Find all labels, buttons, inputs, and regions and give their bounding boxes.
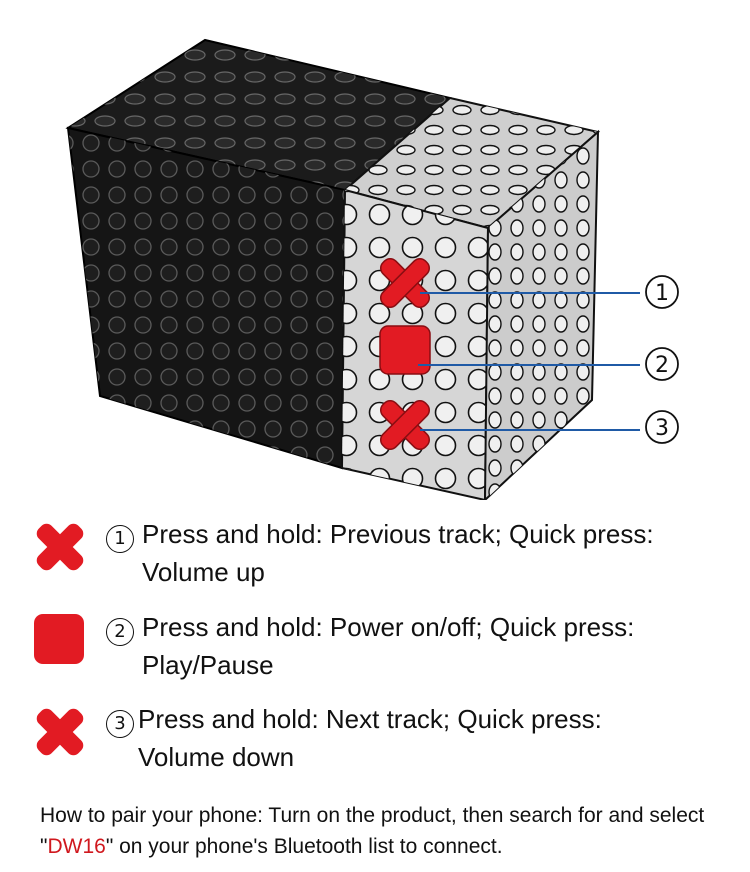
pairing-text-end: " on your phone's Bluetooth list to conn… [105,835,503,858]
legend-description: Press and hold: Power on/off; Quick pres… [142,608,732,684]
pairing-text-start: How to pair your phone: Turn on the prod… [40,804,705,858]
previous-volume-up-button[interactable] [377,255,432,310]
legend-line-2: Play/Pause [142,650,274,680]
bluetooth-device-name: DW16 [47,835,106,858]
legend-line-1: Press and hold: Next track; Quick press: [138,704,602,734]
legend-line-2: Volume down [138,742,295,772]
square-button-icon [34,614,84,664]
legend-number: 2 [106,618,134,646]
legend-number: 3 [106,710,134,738]
legend-description: Press and hold: Previous track; Quick pr… [142,515,732,591]
svg-text:1: 1 [655,281,669,306]
legend-number: 1 [106,525,134,553]
legend-line-1: Press and hold: Power on/off; Quick pres… [142,612,635,642]
legend-line-2: Volume up [142,557,265,587]
callout-marker-2: 2 [645,347,679,381]
callout-marker-3: 3 [645,410,679,444]
pairing-instructions: How to pair your phone: Turn on the prod… [40,800,745,862]
power-play-button[interactable] [379,325,431,375]
x-button-icon [36,523,84,571]
next-volume-down-button[interactable] [377,397,432,452]
x-button-icon [36,708,84,756]
svg-text:2: 2 [655,353,669,378]
legend-description: Press and hold: Next track; Quick press:… [138,700,728,776]
speaker-illustration: 1 2 3 [65,38,679,500]
svg-text:3: 3 [655,416,669,441]
legend-line-1: Press and hold: Previous track; Quick pr… [142,519,654,549]
callout-marker-1: 1 [645,275,679,309]
